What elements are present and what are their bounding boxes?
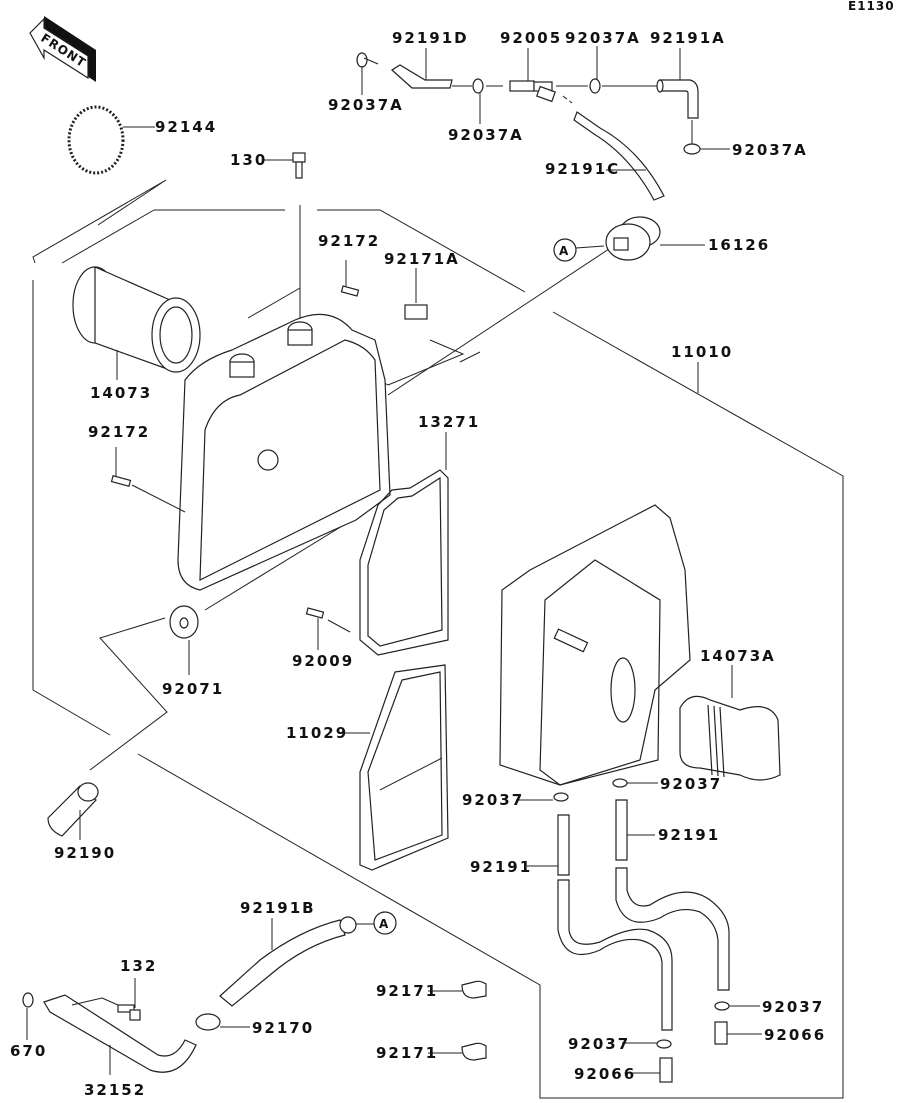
part-92037-a: 92037	[462, 791, 569, 809]
part-92172-left: 92172	[88, 423, 186, 513]
part-92191B: 92191B	[219, 899, 357, 1007]
label-130: 130	[230, 151, 267, 169]
part-11010: 11010	[499, 343, 733, 786]
diagram-code: E1130	[848, 0, 895, 13]
part-92066-b: 92066	[574, 1057, 673, 1083]
part-13271: 13271	[359, 413, 480, 656]
part-92171-b: 92171	[376, 1042, 487, 1062]
part-132: 132	[117, 957, 157, 1021]
label-92191-2: 92191	[658, 826, 720, 844]
label-92066-1: 92066	[764, 1026, 826, 1044]
part-92191C: 92191C	[545, 95, 665, 201]
part-670: 670	[10, 992, 47, 1060]
label-13271: 13271	[418, 413, 480, 431]
part-92171A: 92171A	[384, 250, 460, 320]
label-92171-2: 92171	[376, 1044, 438, 1062]
label-92172-2: 92172	[88, 423, 150, 441]
part-92037-b: 92037	[612, 775, 722, 793]
part-92191-right: 92191	[615, 799, 730, 991]
label-92037-4: 92037	[568, 1035, 630, 1053]
part-92191A: 92191A	[650, 29, 726, 119]
label-92037A-2: 92037A	[448, 126, 524, 144]
label-11010: 11010	[671, 343, 733, 361]
ref-marker-a-top: A	[553, 238, 605, 262]
part-92037A-bottom: 92037A	[683, 120, 808, 159]
label-14073A: 14073A	[700, 647, 776, 665]
part-air-cleaner-cover	[177, 313, 391, 591]
part-92037A-right: 92037A	[556, 29, 658, 94]
label-92009: 92009	[292, 652, 354, 670]
part-92144: 92144	[67, 105, 217, 175]
part-92005: 92005	[500, 29, 562, 103]
part-92066-a: 92066	[714, 1021, 826, 1045]
part-92037-c: 92037	[714, 998, 824, 1016]
label-92005: 92005	[500, 29, 562, 47]
label-32152: 32152	[84, 1081, 146, 1099]
label-132: 132	[120, 957, 157, 975]
part-92009: 92009	[292, 607, 354, 670]
part-92172-top: 92172	[318, 232, 380, 297]
label-92171A: 92171A	[384, 250, 460, 268]
part-130: 130	[230, 151, 306, 179]
label-92066-2: 92066	[574, 1065, 636, 1083]
part-92171-a: 92171	[376, 980, 487, 1000]
label-92191D: 92191D	[392, 29, 469, 47]
label-92171-1: 92171	[376, 982, 438, 1000]
label-92170: 92170	[252, 1019, 314, 1037]
label-92037-2: 92037	[660, 775, 722, 793]
label-92144: 92144	[155, 118, 217, 136]
part-92170: 92170	[195, 1013, 314, 1037]
part-16126: 16126	[605, 216, 770, 261]
label-670: 670	[10, 1042, 47, 1060]
label-92191A: 92191A	[650, 29, 726, 47]
part-92037A-mid: 92037A	[448, 78, 524, 144]
label-14073: 14073	[90, 384, 152, 402]
label-92037-1: 92037	[462, 791, 524, 809]
label-92172-1: 92172	[318, 232, 380, 250]
label-92037-3: 92037	[762, 998, 824, 1016]
part-92037-d: 92037	[568, 1035, 672, 1053]
front-arrow-icon: FRONT	[29, 16, 96, 82]
label-92037A-3: 92037A	[565, 29, 641, 47]
part-92191D: 92191D	[391, 29, 472, 89]
label-92190: 92190	[54, 844, 116, 862]
label-92037A-1: 92037A	[328, 96, 404, 114]
assembly-outline	[32, 179, 844, 1099]
part-92190: 92190	[47, 782, 116, 862]
part-11029: 11029	[286, 664, 449, 871]
label-92037A-4: 92037A	[732, 141, 808, 159]
ref-marker-a-bottom: A	[356, 911, 397, 935]
label-11029: 11029	[286, 724, 348, 742]
label-16126: 16126	[708, 236, 770, 254]
part-32152: 32152	[43, 994, 197, 1099]
label-92191B: 92191B	[240, 899, 316, 917]
svg-text:A: A	[559, 244, 569, 258]
part-92037A-left: 92037A	[328, 52, 404, 114]
label-92071: 92071	[162, 680, 224, 698]
part-92191-left: 92191	[470, 814, 673, 1031]
label-92191-1: 92191	[470, 858, 532, 876]
label-92191C: 92191C	[545, 160, 620, 178]
part-14073: 14073	[72, 266, 201, 402]
part-92071: 92071	[162, 605, 224, 698]
svg-text:A: A	[379, 917, 389, 931]
part-14073A: 14073A	[679, 647, 781, 781]
